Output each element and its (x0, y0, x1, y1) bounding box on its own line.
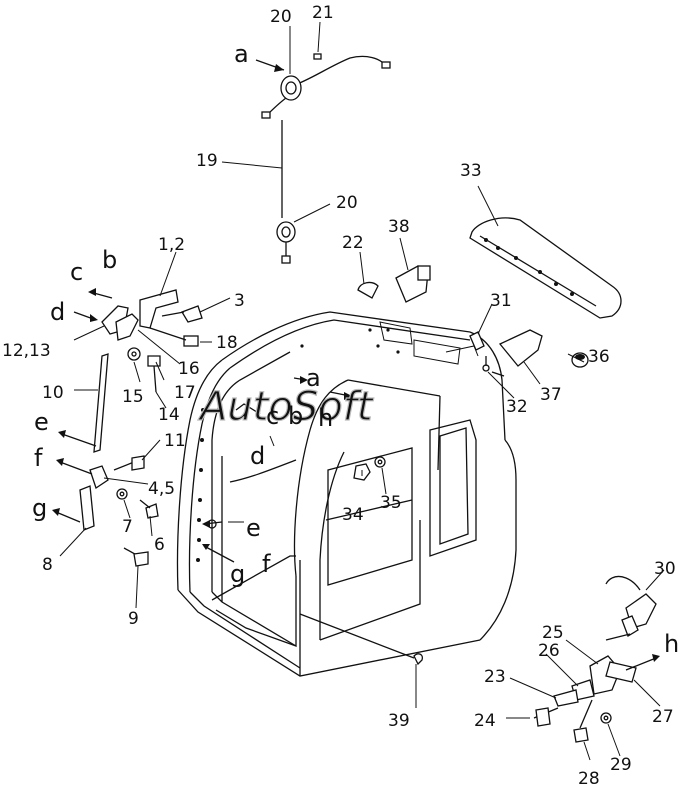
callout-23: 23 (484, 667, 506, 687)
callout-27: 27 (652, 707, 674, 727)
cab-frame (176, 311, 517, 677)
part-callouts: 20 21 19 20 33 38 22 1,2 3 31 12,13 18 1… (2, 3, 676, 789)
callout-7: 7 (122, 517, 133, 537)
left-bracket-parts (79, 289, 203, 567)
callout-28: 28 (578, 769, 600, 789)
ref-g-left: g (32, 494, 47, 522)
ref-d-cab: d (250, 442, 265, 470)
watermark-text: AutoSoft (197, 384, 374, 430)
callout-35: 35 (380, 493, 402, 513)
callout-20-top: 20 (270, 7, 292, 27)
callout-37: 37 (540, 385, 562, 405)
view-reference-letters: a b c d e f g a c b h d e f g h (32, 40, 679, 658)
ref-e-left: e (34, 408, 49, 436)
callout-39: 39 (388, 711, 410, 731)
ref-g-cab: g (230, 560, 245, 588)
callout-32: 32 (506, 397, 528, 417)
callout-18: 18 (216, 333, 238, 353)
ref-c-left: c (70, 258, 83, 286)
ref-f-cab: f (262, 550, 271, 578)
ref-c-cab: c (266, 402, 279, 430)
rear-cover-parts (299, 217, 622, 666)
reference-arrows (52, 59, 660, 671)
callout-11: 11 (164, 431, 186, 451)
callout-20-low: 20 (336, 193, 358, 213)
callout-19: 19 (196, 151, 218, 171)
callout-14: 14 (158, 405, 180, 425)
ref-b-cab: b (288, 402, 303, 430)
callout-9: 9 (128, 609, 139, 629)
callout-34: 34 (342, 505, 364, 525)
callout-4-5: 4,5 (148, 479, 175, 499)
callout-36: 36 (588, 347, 610, 367)
callout-31: 31 (490, 291, 512, 311)
callout-25: 25 (542, 623, 564, 643)
callout-12-13: 12,13 (2, 341, 51, 361)
ref-b-left: b (102, 246, 117, 274)
ref-f-left: f (34, 444, 43, 472)
callout-33: 33 (460, 161, 482, 181)
ref-a-cab: a (306, 364, 321, 392)
callout-26: 26 (538, 641, 560, 661)
callout-15: 15 (122, 387, 144, 407)
callout-21: 21 (312, 3, 334, 23)
callout-8: 8 (42, 555, 53, 575)
door-lock-assembly (533, 575, 657, 743)
ref-d-left: d (50, 298, 65, 326)
callout-38: 38 (388, 217, 410, 237)
ref-h-right: h (664, 630, 679, 658)
ref-e-cab: e (246, 514, 261, 542)
callout-22: 22 (342, 233, 364, 253)
leader-lines (59, 21, 665, 761)
callout-24: 24 (474, 711, 496, 731)
callout-17: 17 (174, 383, 196, 403)
callout-16: 16 (178, 359, 200, 379)
callout-3: 3 (234, 291, 245, 311)
harness-assembly (261, 53, 391, 264)
callout-29: 29 (610, 755, 632, 775)
callout-6: 6 (154, 535, 165, 555)
ref-a-top: a (234, 40, 249, 68)
callout-30: 30 (654, 559, 676, 579)
callout-10: 10 (42, 383, 64, 403)
callout-1-2: 1,2 (158, 235, 185, 255)
ref-h-cab: h (318, 404, 333, 432)
